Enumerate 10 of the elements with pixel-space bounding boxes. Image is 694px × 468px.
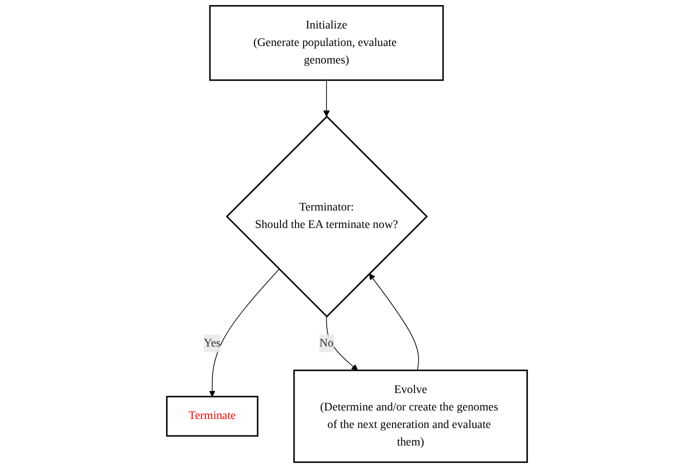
edge-label: Yes [204,336,221,350]
node-box: Terminate [166,396,258,437]
node-box: Evolve (Determine and/or create the genomes of the next generation and evaluate them) [293,370,528,463]
arrow [209,268,280,397]
node-diamond: Terminator: Should the EA terminate now? [226,116,428,318]
edge-label: No [319,336,334,350]
node-box: Initialize (Generate population, evaluate genomes) [209,5,444,81]
arrow [326,316,358,371]
arrow [323,80,330,117]
arrow [368,273,419,371]
